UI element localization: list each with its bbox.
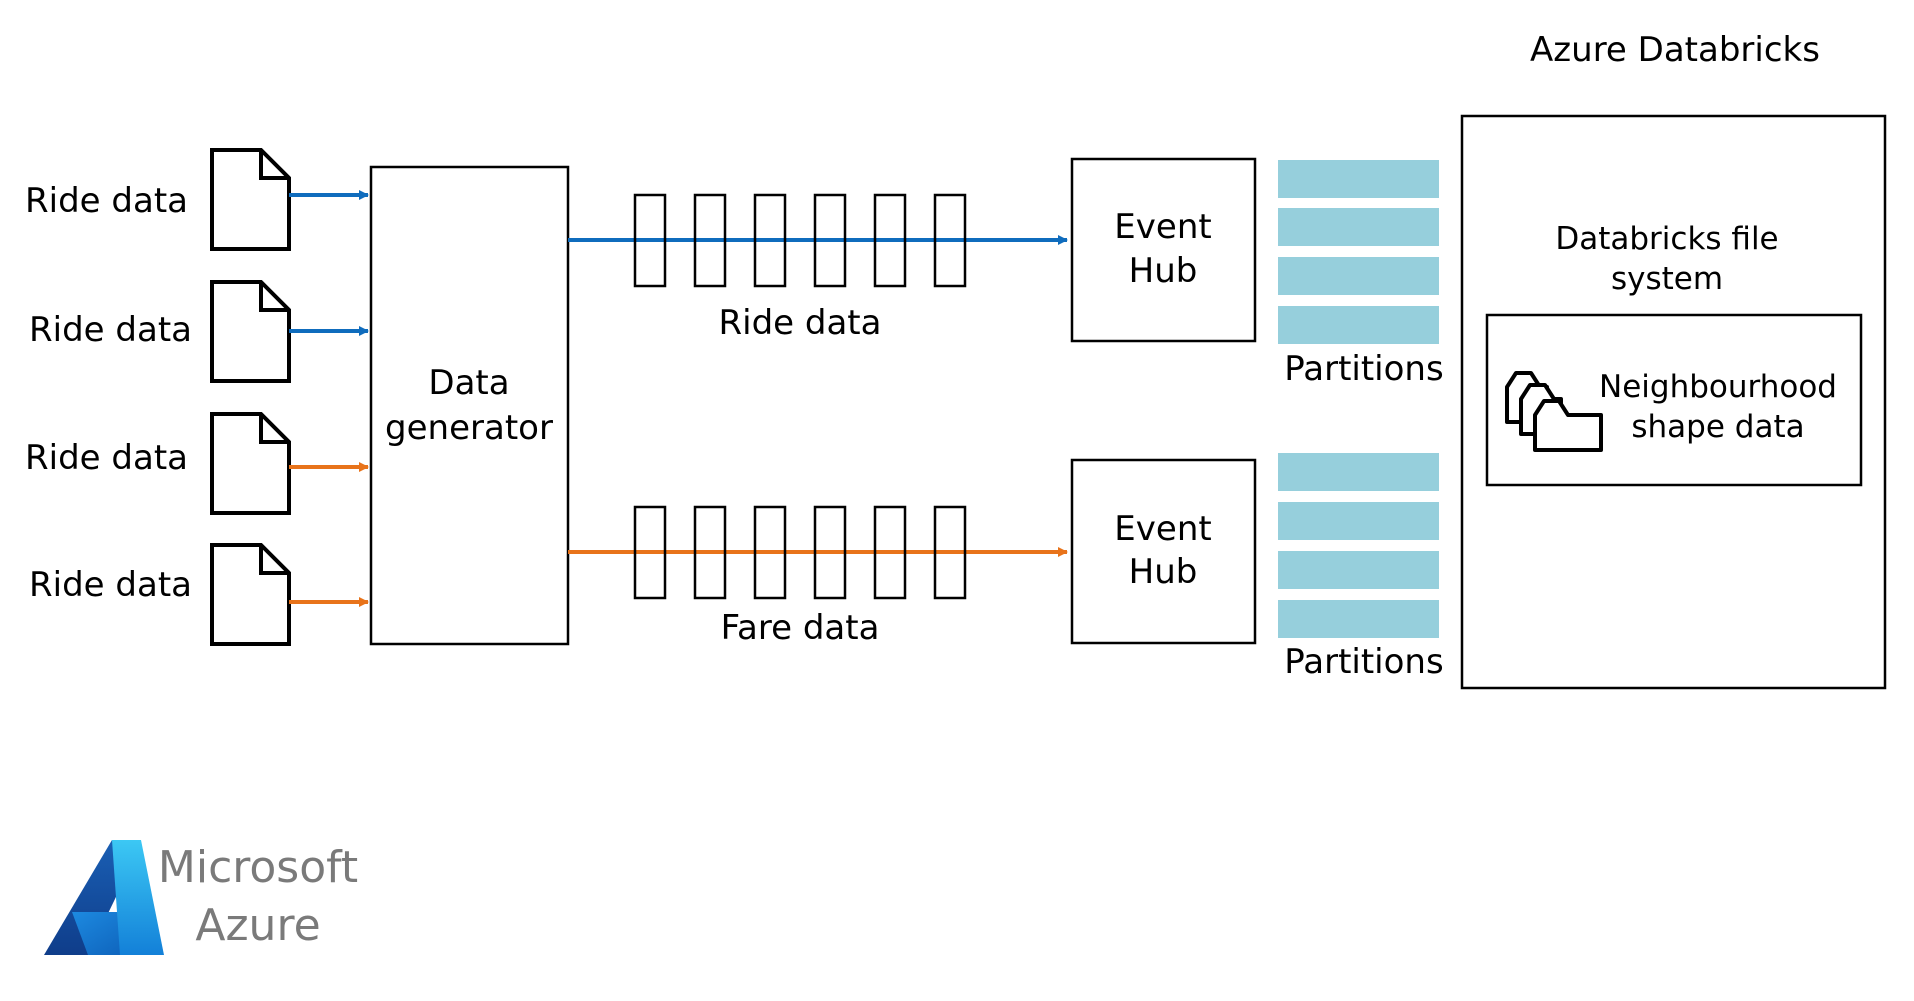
databricks-title: Azure Databricks bbox=[1530, 30, 1820, 70]
event-hub-box bbox=[1070, 157, 1257, 343]
ride-stream-label: Ride data bbox=[719, 303, 882, 343]
partitions-ride bbox=[1278, 160, 1439, 344]
event-hub-fare: Event Hub Partitions bbox=[1070, 453, 1444, 682]
ride-message bbox=[933, 193, 967, 288]
logo-line1: Microsoft bbox=[158, 842, 358, 893]
ride-stream: Ride data bbox=[568, 193, 1068, 343]
input-file-4: Ride data bbox=[29, 543, 369, 646]
partition-bar bbox=[1278, 551, 1439, 589]
event-hub-label-line2: Hub bbox=[1129, 552, 1198, 592]
input-label-2: Ride data bbox=[29, 310, 192, 350]
ride-message bbox=[693, 193, 727, 288]
dbfs-label-line2: system bbox=[1611, 261, 1723, 297]
input-file-3: Ride data bbox=[25, 412, 369, 515]
dbfs-label-line1: Databricks file bbox=[1555, 221, 1778, 257]
input-label-3: Ride data bbox=[25, 438, 188, 478]
partition-bar bbox=[1278, 208, 1439, 246]
event-hub-box bbox=[1070, 458, 1257, 645]
partition-bar bbox=[1278, 306, 1439, 344]
input-label-1: Ride data bbox=[25, 181, 188, 221]
partition-bar bbox=[1278, 600, 1439, 638]
event-hub-label-line1: Event bbox=[1114, 207, 1211, 247]
shape-data-label-line2: shape data bbox=[1631, 409, 1804, 445]
fare-message bbox=[693, 505, 727, 600]
event-hub-label-line2: Hub bbox=[1129, 251, 1198, 291]
logo-line2: Azure bbox=[195, 900, 320, 951]
azure-databricks: Azure Databricks Databricks file system … bbox=[1460, 30, 1887, 690]
input-file-1: Ride data bbox=[25, 148, 369, 251]
fare-message bbox=[753, 505, 787, 600]
input-file-2: Ride data bbox=[29, 280, 369, 383]
data-generator-box bbox=[369, 165, 570, 646]
ride-message-queue bbox=[633, 193, 967, 288]
fare-message bbox=[633, 505, 667, 600]
partitions-label-ride: Partitions bbox=[1284, 349, 1443, 389]
partitions-fare bbox=[1278, 453, 1439, 638]
ride-message bbox=[633, 193, 667, 288]
input-files: Ride data Ride data Ride data Ride data bbox=[25, 148, 369, 646]
event-hub-label-line1: Event bbox=[1114, 509, 1211, 549]
partitions-label-fare: Partitions bbox=[1284, 642, 1443, 682]
shape-data-label-line1: Neighbourhood bbox=[1599, 369, 1837, 405]
partition-bar bbox=[1278, 160, 1439, 198]
document-icon bbox=[210, 280, 291, 383]
event-hub-ride: Event Hub Partitions bbox=[1070, 157, 1444, 389]
partition-bar bbox=[1278, 257, 1439, 295]
fare-stream: Fare data bbox=[568, 505, 1068, 648]
fare-message bbox=[813, 505, 847, 600]
document-icon bbox=[210, 543, 291, 646]
fare-message bbox=[873, 505, 907, 600]
fare-message bbox=[933, 505, 967, 600]
partition-bar bbox=[1278, 502, 1439, 540]
ride-message bbox=[813, 193, 847, 288]
ride-message bbox=[753, 193, 787, 288]
fare-message-queue bbox=[633, 505, 967, 600]
ride-message bbox=[873, 193, 907, 288]
input-label-4: Ride data bbox=[29, 565, 192, 605]
data-generator: Data generator bbox=[369, 165, 570, 646]
azure-a-icon bbox=[44, 840, 164, 955]
partition-bar bbox=[1278, 453, 1439, 491]
document-icon bbox=[210, 148, 291, 251]
microsoft-azure-logo: Microsoft Azure bbox=[44, 840, 358, 955]
data-generator-label-line2: generator bbox=[385, 408, 553, 448]
fare-stream-label: Fare data bbox=[721, 608, 880, 648]
folder-stack-icon bbox=[1505, 371, 1603, 452]
document-icon bbox=[210, 412, 291, 515]
data-generator-label-line1: Data bbox=[428, 363, 509, 403]
